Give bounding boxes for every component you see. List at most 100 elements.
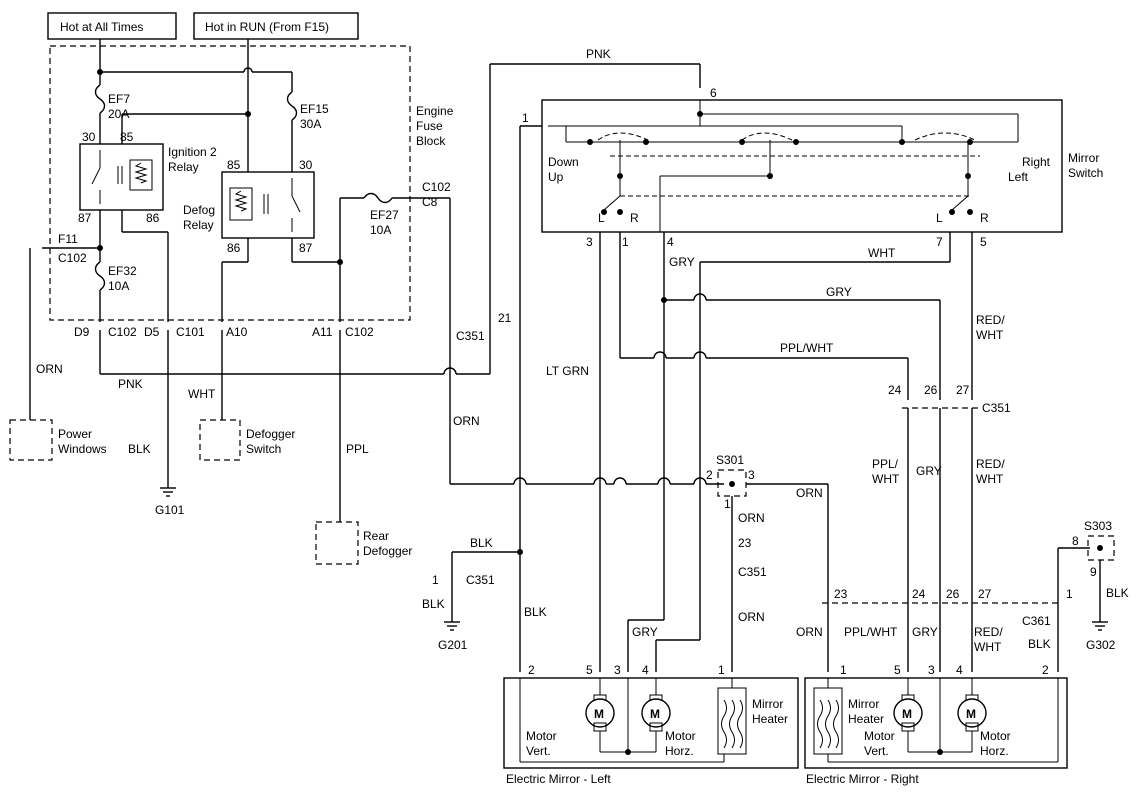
connector-c351-left-pin1: 1 [432, 573, 439, 587]
mirror-right-pin1: 1 [840, 663, 847, 677]
defog-relay: 85 30 86 87 Defog Relay [183, 158, 315, 255]
wire-gry-right: GRY [916, 464, 942, 478]
ef32-label: EF32 [108, 264, 137, 278]
ef7-amps: 20A [108, 107, 129, 121]
switch-right-label: Right [1022, 155, 1051, 169]
wire-ppl: PPL [346, 442, 369, 456]
ef7-fuse-symbol [94, 84, 106, 114]
defog-relay-label-1: Defog [183, 203, 215, 217]
splice-s301-pin1: 1 [724, 497, 731, 511]
defogger-switch-device [199, 419, 241, 461]
motor-horz-left-label-1: Motor [665, 729, 696, 743]
wire-orn-middle: ORN [453, 414, 480, 428]
motor-vert-left-label-1: Motor [526, 729, 557, 743]
defog-relay-pin-86: 86 [227, 241, 241, 255]
defog-relay-pin-87: 87 [299, 241, 313, 255]
wire-lt-grn: LT GRN [546, 364, 589, 378]
power-windows-label-2: Windows [58, 442, 107, 456]
connector-c102-left: C102 [58, 251, 87, 265]
fuse-block-label-1: Engine [416, 104, 454, 118]
ef27-label: EF27 [370, 208, 399, 222]
connector-c351-pin24: 24 [888, 383, 902, 397]
motor-vert-right-m: M [902, 707, 912, 721]
connector-c101: C101 [176, 325, 205, 339]
connector-c351-pin26: 26 [924, 383, 938, 397]
defogger-switch-label-1: Defogger [246, 427, 295, 441]
mirror-left-pin2: 2 [528, 663, 535, 677]
connector-c351-left: C351 [466, 573, 495, 587]
splice-s303-pin8: 8 [1072, 534, 1079, 548]
connector-d9: D9 [74, 325, 90, 339]
wire-blk-g201: BLK [422, 597, 445, 611]
switch-l1-label: L [598, 211, 605, 225]
mirror-right-pin5: 5 [894, 663, 901, 677]
mirror-switch: Mirror Switch 6 1 Down Up Right Left L R… [522, 86, 1103, 233]
heater-right-label-1: Mirror [848, 697, 879, 711]
rear-defogger-label-2: Defogger [363, 544, 412, 558]
wire-pnk-top: PNK [586, 47, 611, 61]
wire-blk-top: BLK [470, 536, 493, 550]
splice-s301-pin2: 2 [706, 468, 713, 482]
motor-horz-left-icon [641, 698, 671, 728]
wire-red-wht-r1: RED/ [976, 457, 1005, 471]
motor-vert-right-label-1: Motor [864, 729, 895, 743]
wire-red-wht-1: RED/ [976, 313, 1005, 327]
wire-orn-power-windows: ORN [36, 362, 63, 376]
wire-blk-c361: BLK [1028, 637, 1051, 651]
wire-blk-g101: BLK [128, 442, 151, 456]
mirror-switch-label-1: Mirror [1068, 151, 1099, 165]
wire-blk-left: BLK [524, 605, 547, 619]
connector-c361-pin24: 24 [912, 587, 926, 601]
splice-s301-label: S301 [716, 453, 744, 467]
splice-s301-pin3: 3 [748, 468, 755, 482]
connector-c351-mid: C351 [982, 401, 1011, 415]
motor-vert-right-icon [893, 698, 923, 728]
connector-c351-pin23: 23 [738, 536, 752, 550]
ground-g101-symbol [160, 487, 176, 497]
mirror-left-pin3: 3 [614, 663, 621, 677]
rear-defogger-label-1: Rear [363, 529, 389, 543]
hot-always-bus: EF7 20A EF15 30A [94, 39, 329, 172]
mirror-heater-left-icon [717, 687, 747, 755]
splice-s303-label: S303 [1084, 519, 1112, 533]
connector-c102-ef27: C102 [422, 180, 451, 194]
wire-blk-g302: BLK [1106, 586, 1129, 600]
ef15-label: EF15 [300, 102, 329, 116]
connector-c8: C8 [422, 195, 438, 209]
ef15-amps: 30A [300, 117, 321, 131]
ef27-amps: 10A [370, 223, 391, 237]
motor-vert-left-icon [585, 698, 615, 728]
switch-l2-label: L [936, 211, 943, 225]
mirror-left-pin4: 4 [642, 663, 649, 677]
motor-horz-right-label-2: Horz. [980, 744, 1009, 758]
wire-orn-c351: ORN [738, 610, 765, 624]
mirror-right-pin4: 4 [956, 663, 963, 677]
splice-s301 [717, 469, 747, 497]
wire-red-wht-2: WHT [976, 328, 1004, 342]
mirror-right-pin2: 2 [1042, 663, 1049, 677]
connector-c361-pin23: 23 [834, 587, 848, 601]
motor-horz-right-icon [957, 698, 987, 728]
wire-gry-left: GRY [632, 625, 658, 639]
wire-orn-right: ORN [796, 625, 823, 639]
ef7-label: EF7 [108, 92, 130, 106]
mirror-switch-label-2: Switch [1068, 166, 1103, 180]
switch-pin-1b: 1 [622, 235, 629, 249]
wire-red-wht-b1: RED/ [974, 625, 1003, 639]
switch-pin-7: 7 [936, 235, 943, 249]
connector-c351-orn: C351 [738, 565, 767, 579]
connector-d5: D5 [144, 325, 160, 339]
motor-vert-left-label-2: Vert. [526, 744, 551, 758]
wire-ppl-wht-r2: WHT [872, 472, 900, 486]
wire-red-wht-r2: WHT [976, 472, 1004, 486]
ign-relay-label-2: Relay [168, 160, 199, 174]
motor-vert-left-m: M [594, 707, 604, 721]
rear-defogger-device [315, 521, 359, 565]
ef32-amps: 10A [108, 279, 129, 293]
connector-c102-d9: C102 [108, 325, 137, 339]
wire-ppl-wht: PPL/WHT [780, 341, 834, 355]
connector-c361-pin26: 26 [946, 587, 960, 601]
connector-c351-pin21: 21 [498, 311, 512, 325]
switch-pin-3: 3 [586, 235, 593, 249]
